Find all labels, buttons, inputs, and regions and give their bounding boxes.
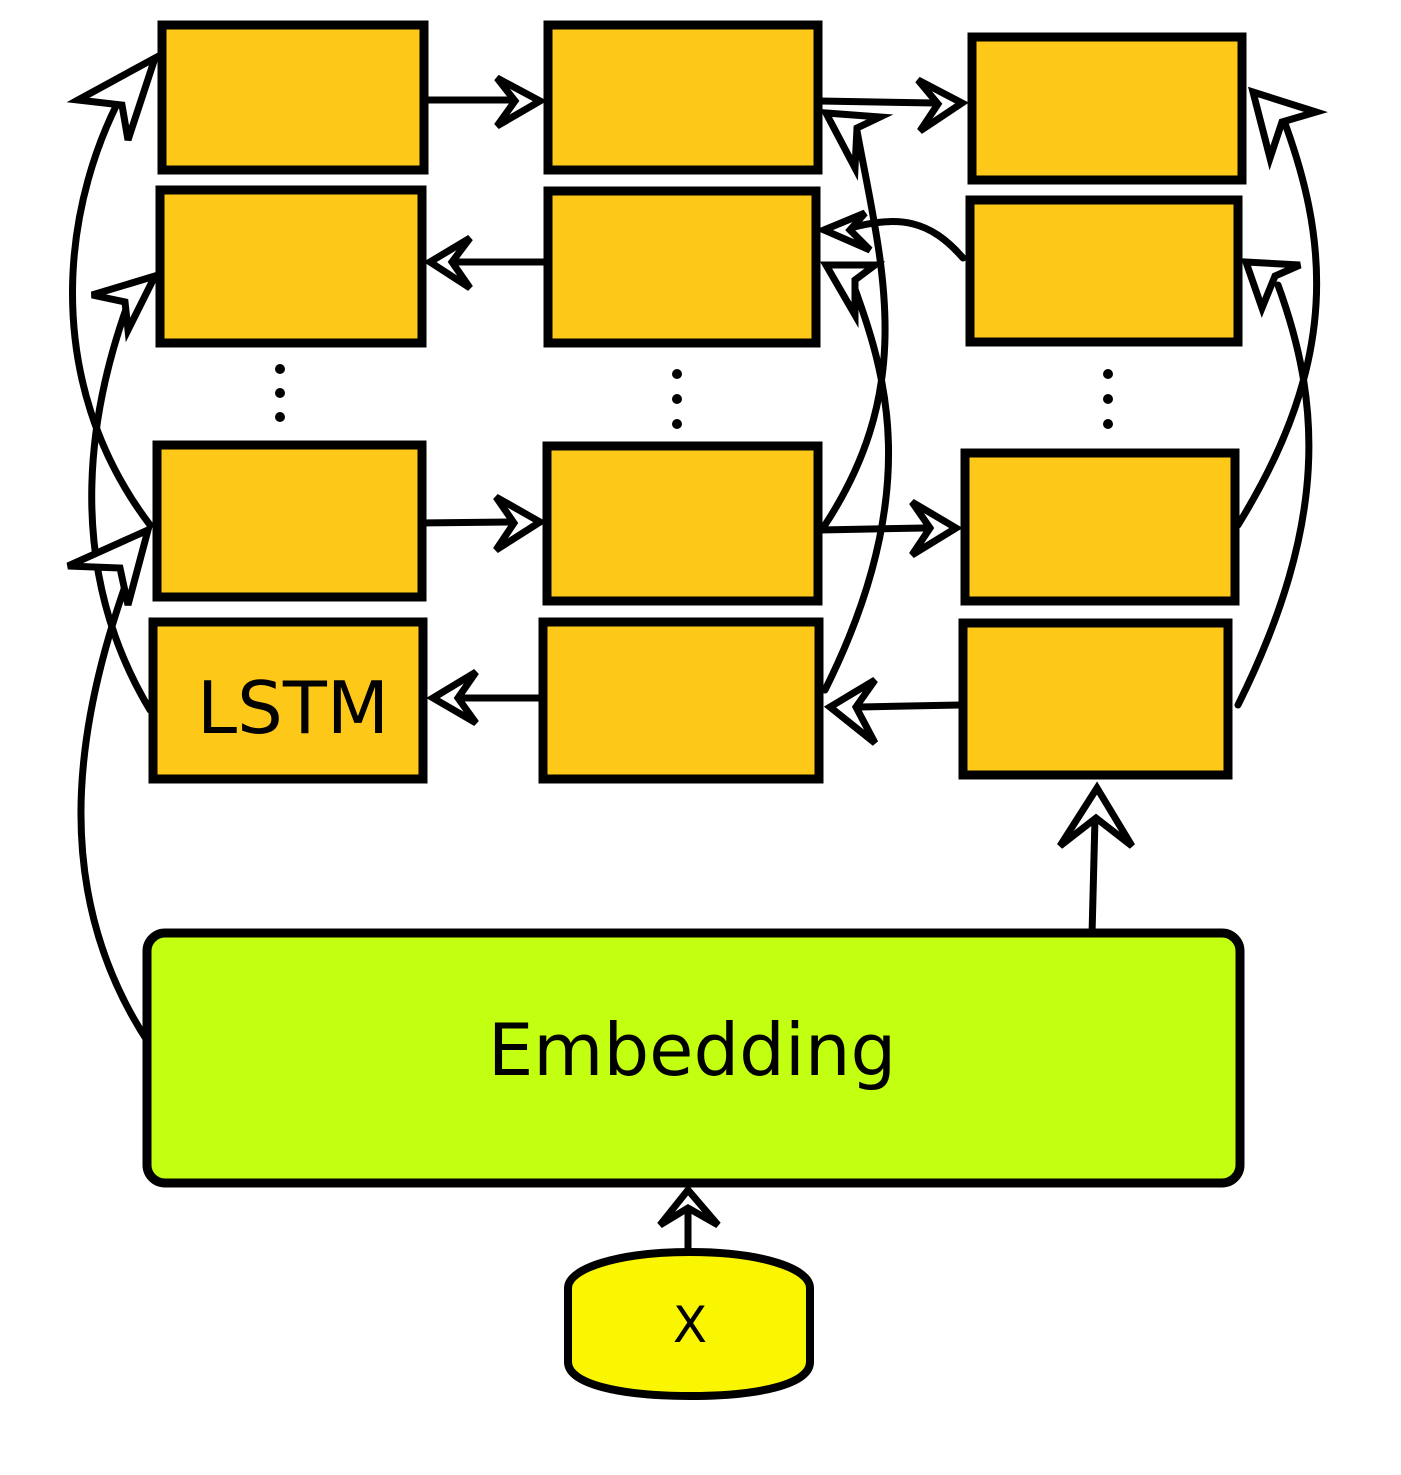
lstm-cell-c2-r1 <box>543 20 823 175</box>
arrowhead-right-icon <box>909 498 963 558</box>
arrowhead-icon <box>90 270 162 343</box>
arrowhead-icon <box>819 109 894 181</box>
mid-curve-c <box>846 218 967 262</box>
embed-to-lstm-arrow-line <box>1088 814 1099 939</box>
ellipsis-col1 <box>275 364 285 422</box>
ellipsis-col2 <box>672 369 682 429</box>
lstm-cell-c3-r1 <box>967 32 1247 185</box>
embedding-label: Embedding <box>488 1008 896 1092</box>
arrowhead-icon <box>819 261 886 329</box>
arrowhead-right-icon <box>915 76 969 134</box>
arrowhead-left-icon <box>823 676 879 746</box>
fwd-arrow-line-2 <box>816 97 939 107</box>
fwd-arrow-line-3 <box>414 518 514 527</box>
mid-curve-a <box>821 116 889 529</box>
arrowhead-up-icon <box>1057 781 1135 849</box>
arrowhead-left-icon <box>423 234 473 291</box>
lstm-cell-c3-r3 <box>960 448 1240 606</box>
lstm-label: LSTM <box>197 666 389 750</box>
lstm-cell-c1-r3 <box>152 440 427 602</box>
lstm-cell-c2-r3 <box>542 441 823 606</box>
arrowhead-right-icon <box>494 74 548 130</box>
fwd-arrow-line-4 <box>816 524 929 534</box>
input-label: X <box>673 1296 707 1354</box>
right-curve-outer <box>1234 106 1321 529</box>
arrowheads <box>66 50 1328 1229</box>
lstm-cell-c1-r2 <box>155 185 427 348</box>
arrowhead-icon <box>1248 86 1328 171</box>
arrowhead-icon <box>1240 258 1302 318</box>
lstm-cell-c1-r1 <box>157 20 429 175</box>
bwd-arrow-line-3 <box>856 701 964 711</box>
arrowhead-icon <box>66 523 154 606</box>
arrowhead-icon <box>815 209 873 254</box>
arrowhead-icon <box>66 50 162 142</box>
lstm-cell-c1-r4 <box>148 617 428 784</box>
right-curve-inner <box>1234 281 1313 709</box>
input-node <box>564 1247 814 1401</box>
arrowhead-left-icon <box>426 669 479 727</box>
embedding-block <box>142 928 1245 1188</box>
embedding-skip-arrow-line <box>77 536 154 1049</box>
mid-curve-b <box>821 271 893 694</box>
arrowhead-right-icon <box>493 493 547 553</box>
lstm-grid <box>148 20 1247 784</box>
lstm-cell-c2-r2 <box>543 186 821 348</box>
lstm-cell-c3-r2 <box>965 195 1243 347</box>
left-curve-inner <box>88 281 154 714</box>
left-curve-outer <box>69 76 154 529</box>
lstm-cell-c3-r4 <box>958 618 1233 780</box>
lstm-cell-c2-r4 <box>538 617 824 784</box>
arrowhead-up-icon <box>657 1184 721 1229</box>
ellipsis-col3 <box>1103 369 1113 429</box>
connections <box>69 76 1321 1259</box>
